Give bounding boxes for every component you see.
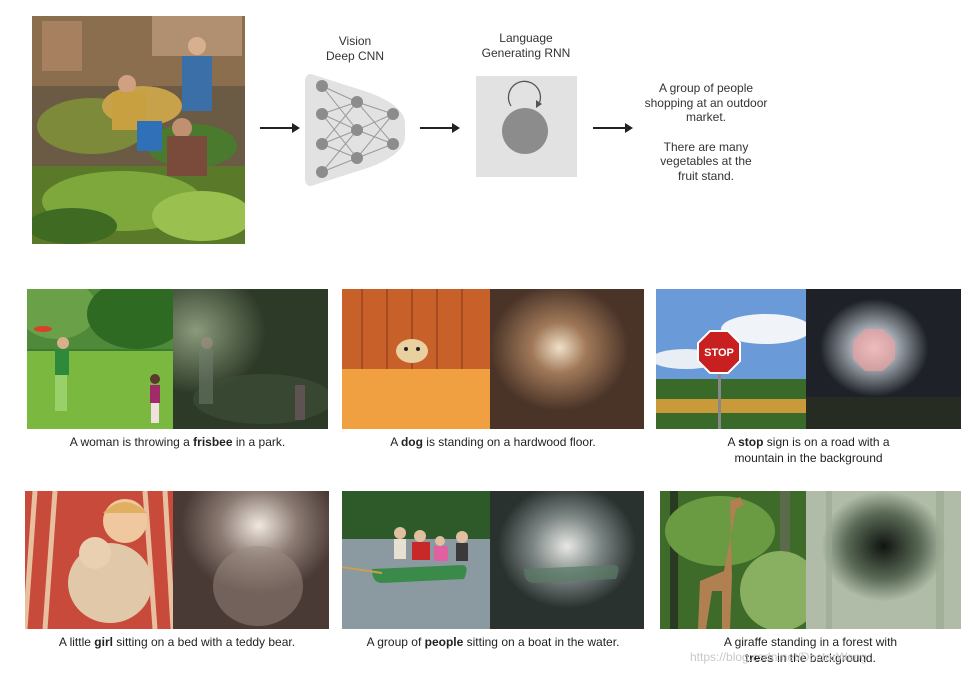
example-image-giraffe [660, 491, 806, 629]
caption-text: sitting on a boat in the water. [463, 635, 620, 649]
example-caption: A stop sign is on a road with a mountain… [656, 434, 961, 466]
caption-text: is standing on a hardwood floor. [422, 435, 596, 449]
caption-text-line2: mountain in the background [734, 451, 883, 465]
output-line: shopping at an outdoor [644, 95, 768, 110]
example-caption: A woman is throwing a frisbee in a park. [27, 434, 328, 450]
caption-keyword: stop [738, 435, 764, 449]
example-caption: A giraffe standing in a forest with tree… [660, 634, 961, 666]
rnn-diagram [476, 76, 577, 177]
output-line: fruit stand. [677, 168, 735, 183]
attention-map-stop-sign [806, 289, 961, 429]
caption-keyword: people [424, 635, 464, 649]
caption-text: A [727, 435, 739, 449]
example-image-dog [342, 289, 490, 429]
attention-map-dog [490, 289, 644, 429]
example-caption: A little girl sitting on a bed with a te… [25, 634, 329, 650]
cnn-label-line2: Deep CNN [325, 49, 385, 63]
attention-map-boat [490, 491, 644, 629]
example-caption: A dog is standing on a hardwood floor. [342, 434, 644, 450]
example-caption: A group of people sitting on a boat in t… [342, 634, 644, 650]
caption-keyword: girl [94, 635, 113, 649]
caption-text: in the background. [773, 651, 876, 665]
rnn-label: Language Generating RNN [466, 31, 586, 61]
cnn-network-diagram [305, 74, 405, 186]
arrow-icon [420, 123, 460, 133]
caption-keyword: dog [400, 435, 423, 449]
caption-text: sign is on a road with a [763, 435, 890, 449]
attention-map-giraffe [806, 491, 961, 629]
frisbee [34, 326, 52, 332]
cnn-label-line1: Vision [338, 34, 372, 48]
attention-map-girl [173, 491, 329, 629]
caption-text: in a park. [232, 435, 286, 449]
example-image-stop-sign: STOP [656, 289, 806, 429]
output-line: vegetables at the [660, 154, 752, 168]
example-image-boat [342, 491, 490, 629]
example-image-frisbee [27, 289, 173, 429]
loop-arrow-icon [536, 100, 542, 108]
caption-text: sitting on a bed with a teddy bear. [112, 635, 296, 649]
caption-text: A little [58, 635, 95, 649]
arrow-icon [593, 123, 633, 133]
caption-keyword: trees [745, 651, 774, 665]
rnn-label-line2: Generating RNN [481, 46, 571, 60]
rnn-label-line1: Language [499, 31, 553, 45]
svg-text:STOP: STOP [704, 347, 734, 359]
input-market-photo [32, 16, 245, 244]
watermark: https://blog.csdn.net/DoctorWang [690, 650, 867, 664]
generated-caption-text: A group of people shopping at an outdoor… [636, 81, 776, 183]
cnn-label: Vision Deep CNN [305, 34, 405, 64]
caption-text: A woman is throwing a [69, 435, 194, 449]
output-line: market. [685, 110, 726, 124]
caption-text: A group of [366, 635, 425, 649]
caption-text: A giraffe standing in a forest with [723, 635, 898, 649]
attention-map-frisbee [173, 289, 328, 429]
caption-text: A [390, 435, 401, 449]
arrow-icon [260, 123, 300, 133]
output-line: There are many [663, 139, 749, 154]
caption-keyword: frisbee [193, 435, 233, 449]
output-line: A group of people [658, 81, 754, 95]
example-image-girl [25, 491, 173, 629]
